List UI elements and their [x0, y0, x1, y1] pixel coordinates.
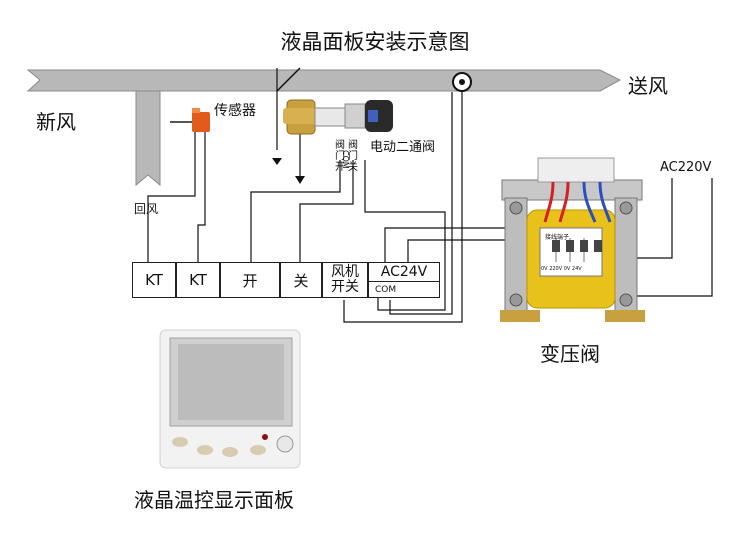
- label-fresh-air: 新风: [36, 110, 76, 134]
- label-supply-air: 送风: [628, 74, 668, 98]
- arrow-down-marker: [295, 176, 305, 184]
- terminal-kt-2: KT: [176, 262, 220, 298]
- label-transformer: 变压阀: [540, 342, 600, 366]
- label-valve: 电动二通阀: [370, 140, 436, 155]
- return-duct: [135, 90, 161, 187]
- terminal-kt-1: KT: [132, 262, 176, 298]
- label-valve-close: 阀门关: [348, 140, 358, 173]
- diagram-title: 液晶面板安装示意图: [280, 30, 470, 54]
- terminal-fan-switch: 风机开关: [322, 262, 368, 298]
- label-return-air: 回风: [134, 202, 159, 216]
- label-ac220v: AC220V: [660, 160, 712, 175]
- supply-duct: [26, 69, 622, 92]
- transformer-device: [500, 157, 645, 322]
- label-lcd-panel: 液晶温控显示面板: [134, 488, 294, 512]
- terminal-close: 关: [280, 262, 322, 298]
- arrow-up-marker: [272, 158, 282, 165]
- terminal-ac24v: AC24V: [368, 262, 440, 282]
- label-transformer-plate-values: 0V 220V 0V 24V: [541, 266, 582, 272]
- label-sensor: 传感器: [214, 103, 256, 119]
- label-valve-com: COM: [341, 150, 350, 169]
- terminal-open: 开: [220, 262, 280, 298]
- terminal-com: COM: [368, 281, 440, 298]
- sensor-device: [192, 112, 210, 132]
- label-valve-open: 阀门开: [335, 140, 345, 173]
- lcd-panel-device: [159, 329, 301, 469]
- terminal-fan-switch-label: 风机开关: [331, 264, 359, 295]
- terminal-com-label: COM: [375, 284, 397, 295]
- duct-damper: [276, 67, 301, 92]
- label-transformer-plate: 接线端子: [545, 234, 570, 241]
